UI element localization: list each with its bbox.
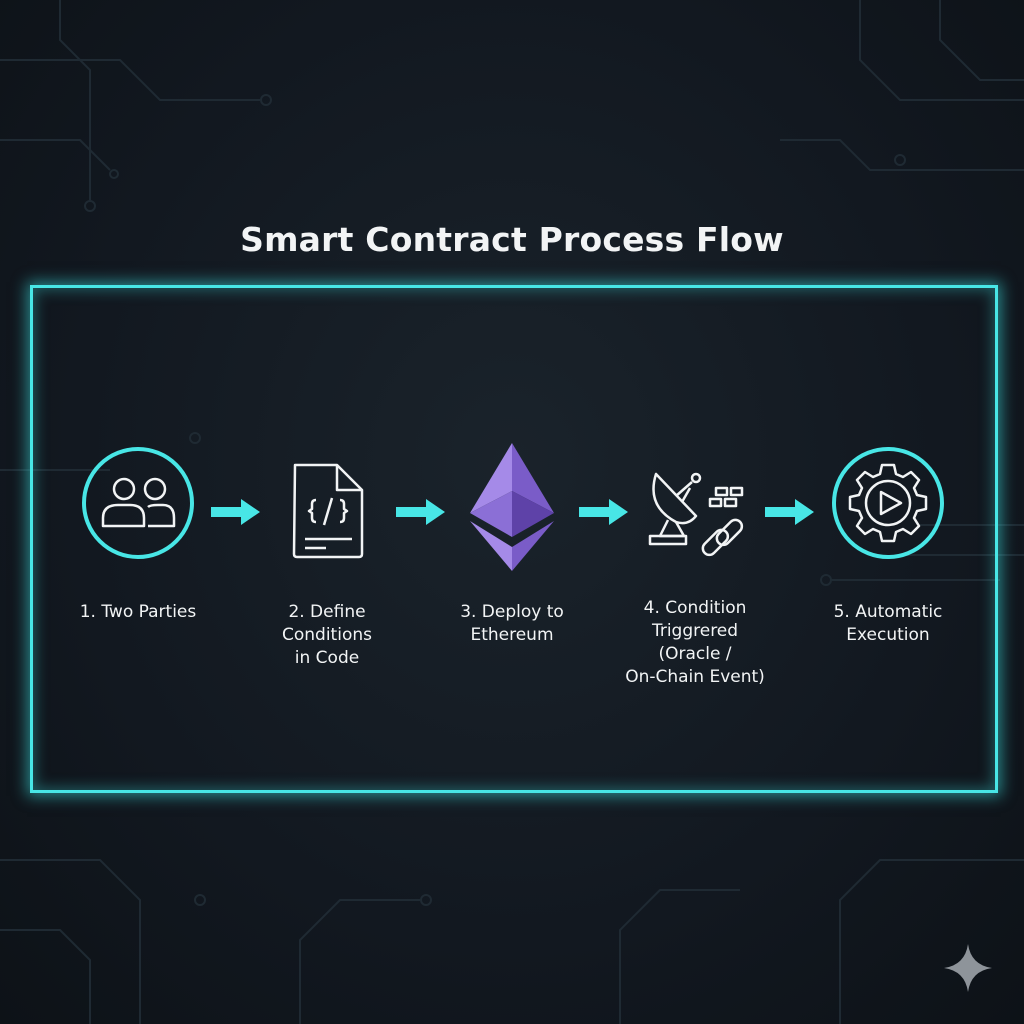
arrow-right-icon [396, 499, 445, 525]
arrow-right-icon [765, 499, 814, 525]
step-1-label: 1. Two Parties [79, 602, 197, 622]
arrow-right-icon [211, 499, 260, 525]
gear-play-icon [832, 447, 944, 559]
ethereum-logo-icon [470, 443, 554, 571]
arrow-right-icon [579, 499, 628, 525]
diagram-title: Smart Contract Process Flow [240, 220, 784, 259]
process-frame [30, 285, 998, 793]
satellite-oracle-chain-icon [648, 472, 744, 557]
two-people-icon [82, 447, 194, 559]
code-document-icon [292, 463, 364, 559]
sparkle-icon [944, 944, 992, 992]
